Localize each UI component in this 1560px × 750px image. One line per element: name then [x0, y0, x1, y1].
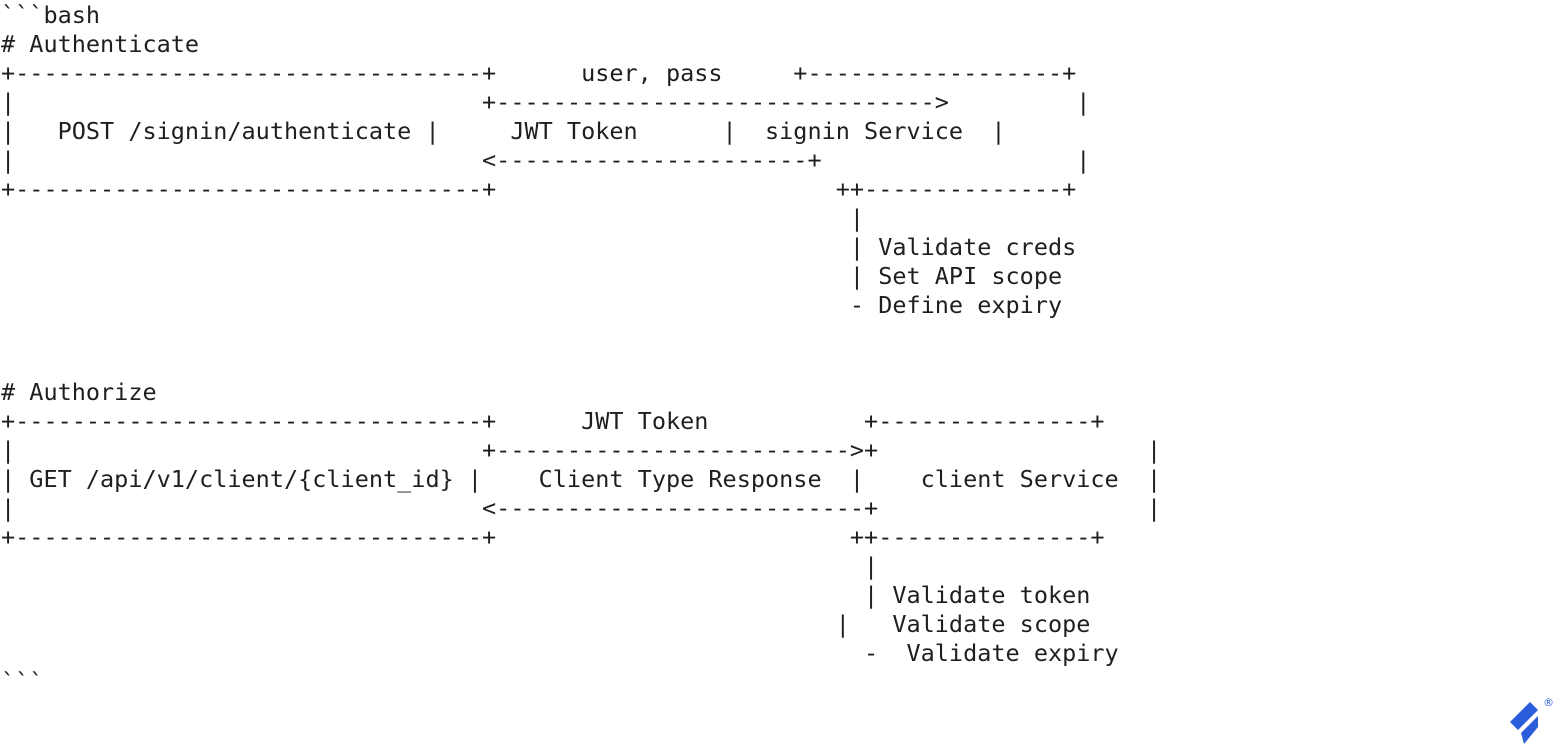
ascii-sequence-diagram: ```bash # Authenticate +----------------… [1, 1, 1162, 696]
logomark-lower-chevron [1521, 716, 1538, 744]
registered-trademark-symbol: ® [1543, 696, 1554, 709]
brand-logo[interactable]: ® [1508, 697, 1554, 747]
toptal-logomark-icon [1510, 702, 1538, 744]
logomark-upper-bar [1510, 702, 1538, 730]
